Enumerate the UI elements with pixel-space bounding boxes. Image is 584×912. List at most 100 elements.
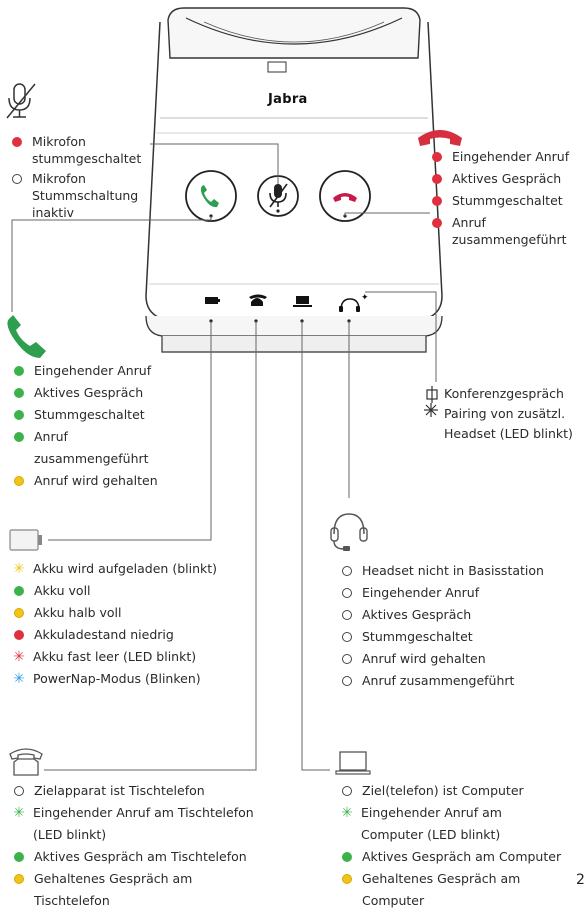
legend-item: Aktives Gespräch bbox=[342, 604, 544, 626]
led-red-icon bbox=[432, 174, 442, 184]
led-off-icon bbox=[342, 632, 352, 642]
legend-text: Computer (LED blinkt) bbox=[361, 827, 501, 842]
legend-text: Akku wird aufgeladen (blinkt) bbox=[33, 561, 218, 576]
led-green-icon bbox=[342, 852, 352, 862]
led-off-icon bbox=[342, 566, 352, 576]
led-red-icon bbox=[432, 196, 442, 206]
legend-text: Konferenzgespräch bbox=[444, 386, 564, 401]
led-off-icon bbox=[342, 654, 352, 664]
legend-item: Stummgeschaltet bbox=[342, 626, 544, 648]
legend-text: Eingehender Anruf bbox=[452, 149, 570, 164]
led-yellow-icon bbox=[14, 476, 24, 486]
mic-label-line: Mikrofon bbox=[32, 171, 86, 186]
legend-text: Aktives Gespräch am Computer bbox=[362, 849, 562, 864]
legend-text: Gehaltenes Gespräch am bbox=[34, 871, 193, 886]
legend-item: Anruf zusammengeführt bbox=[342, 670, 544, 692]
legend-item: Zielapparat ist Tischtelefon bbox=[14, 780, 254, 802]
led-green-icon bbox=[14, 388, 24, 398]
mic-label-line: inaktiv bbox=[32, 205, 75, 220]
legend-text: zusammengeführt bbox=[452, 232, 567, 247]
led-green-icon bbox=[14, 366, 24, 376]
laptop-icon bbox=[335, 751, 371, 775]
legend-text: Stummgeschaltet bbox=[452, 193, 563, 208]
legend-text: Eingehender Anruf bbox=[362, 585, 480, 600]
legend-text: PowerNap-Modus (Blinken) bbox=[33, 671, 201, 686]
legend-item: Eingehender Anruf bbox=[432, 146, 569, 168]
microphone-muted-icon bbox=[6, 83, 36, 119]
led-red-icon bbox=[12, 137, 22, 147]
led-green-icon bbox=[14, 410, 24, 420]
led-red-icon bbox=[432, 152, 442, 162]
conference-legend: Konferenzgespräch Pairing von zusätzl. H… bbox=[444, 384, 573, 444]
legend-text: Aktives Gespräch bbox=[452, 171, 562, 186]
legend-text: Anruf bbox=[452, 215, 486, 230]
legend-item: ✳ Eingehender Anruf am Tischtelefon (LED… bbox=[13, 802, 254, 846]
mic-item-muted: Mikrofon stummgeschaltet bbox=[12, 131, 141, 167]
mic-label-line: Stummschaltung bbox=[32, 188, 139, 203]
conference-icon bbox=[426, 386, 438, 403]
battery-icon bbox=[9, 529, 42, 551]
led-green-icon bbox=[14, 432, 24, 442]
legend-text: Akku halb voll bbox=[34, 605, 122, 620]
brand-logo: Jabra bbox=[268, 92, 308, 107]
legend-item: Gehaltenes Gespräch am Computer bbox=[342, 868, 561, 912]
mic-label-line: Mikrofon bbox=[32, 134, 86, 149]
led-off-icon bbox=[342, 676, 352, 686]
led-yellow-icon bbox=[14, 608, 24, 618]
legend-item: ✳ Akku wird aufgeladen (blinkt) bbox=[13, 558, 218, 580]
led-yellow-icon bbox=[342, 874, 352, 884]
legend-text: Stummgeschaltet bbox=[34, 407, 145, 422]
led-off-icon bbox=[342, 588, 352, 598]
led-red-icon bbox=[432, 218, 442, 228]
legend-item: Eingehender Anruf bbox=[14, 360, 158, 382]
pairing-icon bbox=[424, 403, 438, 417]
led-yellow-flash-icon: ✳ bbox=[13, 561, 25, 577]
desk-phone-icon bbox=[9, 748, 43, 776]
computer-legend: Ziel(telefon) ist Computer ✳ Eingehender… bbox=[341, 780, 562, 912]
legend-item: Eingehender Anruf bbox=[342, 582, 544, 604]
led-off-icon bbox=[342, 786, 352, 796]
headset-icon bbox=[330, 513, 368, 551]
legend-item: Aktives Gespräch bbox=[14, 382, 158, 404]
answer-call-handset-icon bbox=[7, 315, 46, 358]
legend-item: ✳ Akku fast leer (LED blinkt) bbox=[13, 646, 217, 668]
legend-item: Aktives Gespräch am Tischtelefon bbox=[14, 846, 254, 868]
legend-item: Aktives Gespräch bbox=[432, 168, 569, 190]
led-yellow-icon bbox=[14, 874, 24, 884]
legend-text: Akkuladestand niedrig bbox=[34, 627, 174, 642]
end-call-legend: Eingehender Anruf Aktives Gespräch Stumm… bbox=[432, 146, 569, 248]
led-green-flash-icon: ✳ bbox=[13, 805, 25, 821]
legend-text: Eingehender Anruf am bbox=[361, 805, 502, 820]
legend-item: ✳ PowerNap-Modus (Blinken) bbox=[13, 668, 217, 690]
legend-text: Tischtelefon bbox=[34, 893, 110, 908]
legend-item: Anruf zusammengeführt bbox=[432, 212, 569, 248]
led-red-icon bbox=[14, 630, 24, 640]
legend-text: Anruf wird gehalten bbox=[362, 651, 486, 666]
led-red-flash-icon: ✳ bbox=[13, 649, 25, 665]
legend-text: Computer bbox=[362, 893, 425, 908]
legend-text: Aktives Gespräch bbox=[362, 607, 472, 622]
legend-text: Akku voll bbox=[34, 583, 91, 598]
led-blue-flash-icon: ✳ bbox=[13, 671, 25, 687]
legend-item: Anruf wird gehalten bbox=[342, 648, 544, 670]
legend-text: Gehaltenes Gespräch am bbox=[362, 871, 521, 886]
led-off-icon bbox=[342, 610, 352, 620]
desk-phone-legend: Zielapparat ist Tischtelefon ✳ Eingehend… bbox=[13, 780, 254, 912]
page-number: 2 bbox=[576, 872, 584, 888]
end-call-handset-icon bbox=[418, 130, 462, 146]
legend-text: Pairing von zusätzl. bbox=[444, 406, 566, 421]
legend-text: Stummgeschaltet bbox=[362, 629, 473, 644]
mic-item-unmuted: Mikrofon Stummschaltung inaktiv bbox=[12, 168, 138, 221]
legend-item: Akkuladestand niedrig bbox=[14, 624, 217, 646]
legend-item: Gehaltenes Gespräch am Tischtelefon bbox=[14, 868, 254, 912]
legend-text: Ziel(telefon) ist Computer bbox=[362, 783, 524, 798]
legend-text: Anruf wird gehalten bbox=[34, 473, 158, 488]
led-green-flash-icon: ✳ bbox=[341, 805, 353, 821]
legend-text: (LED blinkt) bbox=[33, 827, 107, 842]
legend-item: Akku voll bbox=[14, 580, 217, 602]
legend-item: Headset nicht in Basisstation bbox=[342, 560, 544, 582]
svg-text:✦: ✦ bbox=[361, 293, 369, 303]
legend-item: ✳ Eingehender Anruf am Computer (LED bli… bbox=[341, 802, 561, 846]
legend-text: Headset (LED blinkt) bbox=[444, 426, 573, 441]
